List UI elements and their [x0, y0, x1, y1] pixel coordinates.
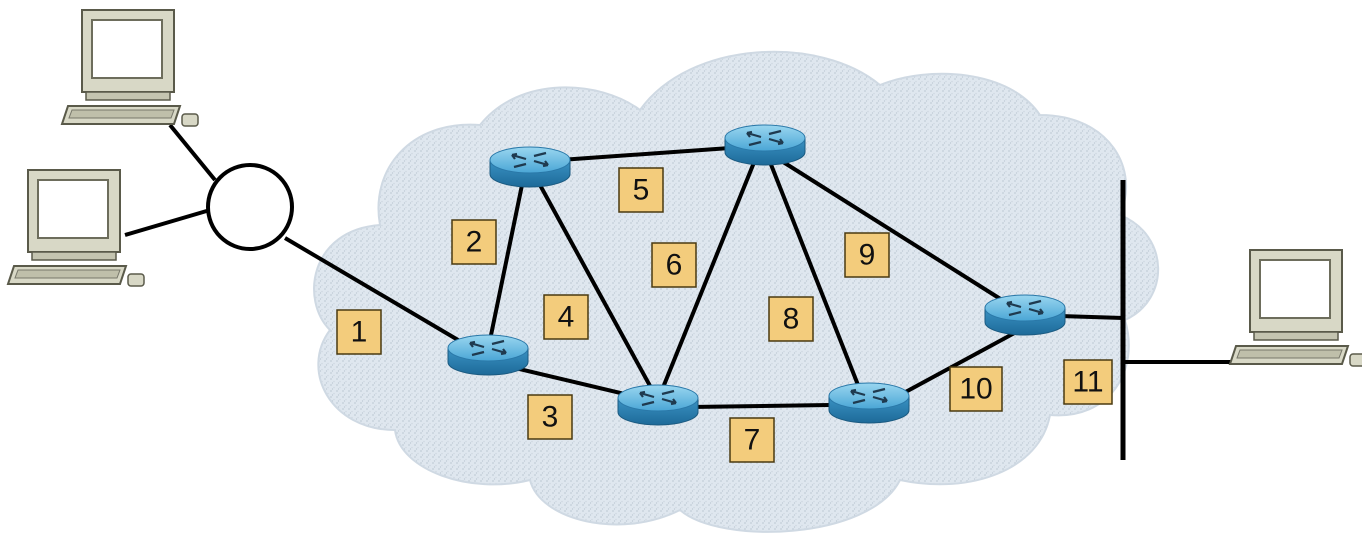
svg-text:3: 3: [542, 401, 559, 434]
link-label-5: 5: [618, 167, 664, 213]
desktop-computer-icon: [1229, 249, 1362, 367]
link-8: [768, 161, 862, 391]
link-hub-to-computer-top: [168, 123, 217, 182]
link-5: [559, 146, 731, 162]
link-2: [488, 184, 524, 341]
link-label-4: 4: [543, 294, 589, 340]
hub-icon: [206, 163, 294, 251]
link-10: [899, 328, 1021, 397]
svg-text:2: 2: [466, 226, 483, 259]
desktop-computer-icon: [7, 169, 145, 287]
router-icon: [446, 333, 530, 377]
link-label-9: 9: [844, 232, 890, 278]
router-icon: [723, 123, 807, 167]
svg-text:10: 10: [959, 373, 992, 406]
network-links: [124, 123, 1240, 409]
svg-text:11: 11: [1072, 366, 1103, 399]
link-6: [658, 159, 757, 396]
link-labels: 1 2 3 4 5 6 7 8: [336, 167, 1113, 463]
link-label-7: 7: [729, 417, 775, 463]
link-4: [538, 184, 657, 396]
svg-text:4: 4: [558, 301, 575, 334]
link-7: [689, 403, 831, 409]
link-label-11: 11: [1063, 359, 1113, 405]
link-label-8: 8: [768, 296, 814, 342]
router-icon: [983, 293, 1067, 337]
svg-text:5: 5: [633, 174, 650, 207]
link-label-3: 3: [527, 394, 573, 440]
router-icon: [827, 381, 911, 425]
link-hub-to-computer-left: [124, 208, 211, 237]
link-router-to-bus: [1059, 314, 1124, 320]
link-label-6: 6: [651, 242, 697, 288]
svg-text:9: 9: [859, 239, 876, 272]
router-icon: [488, 145, 572, 189]
svg-text:1: 1: [351, 316, 368, 349]
desktop-computer-icon: [61, 9, 199, 127]
svg-text:6: 6: [666, 249, 683, 282]
link-9: [778, 158, 1012, 307]
router-icon: [616, 383, 700, 427]
link-label-2: 2: [451, 219, 497, 265]
link-label-1: 1: [336, 309, 382, 355]
svg-text:7: 7: [744, 424, 761, 457]
svg-text:8: 8: [783, 303, 800, 336]
link-1: [283, 236, 477, 352]
link-label-10: 10: [949, 366, 1003, 412]
